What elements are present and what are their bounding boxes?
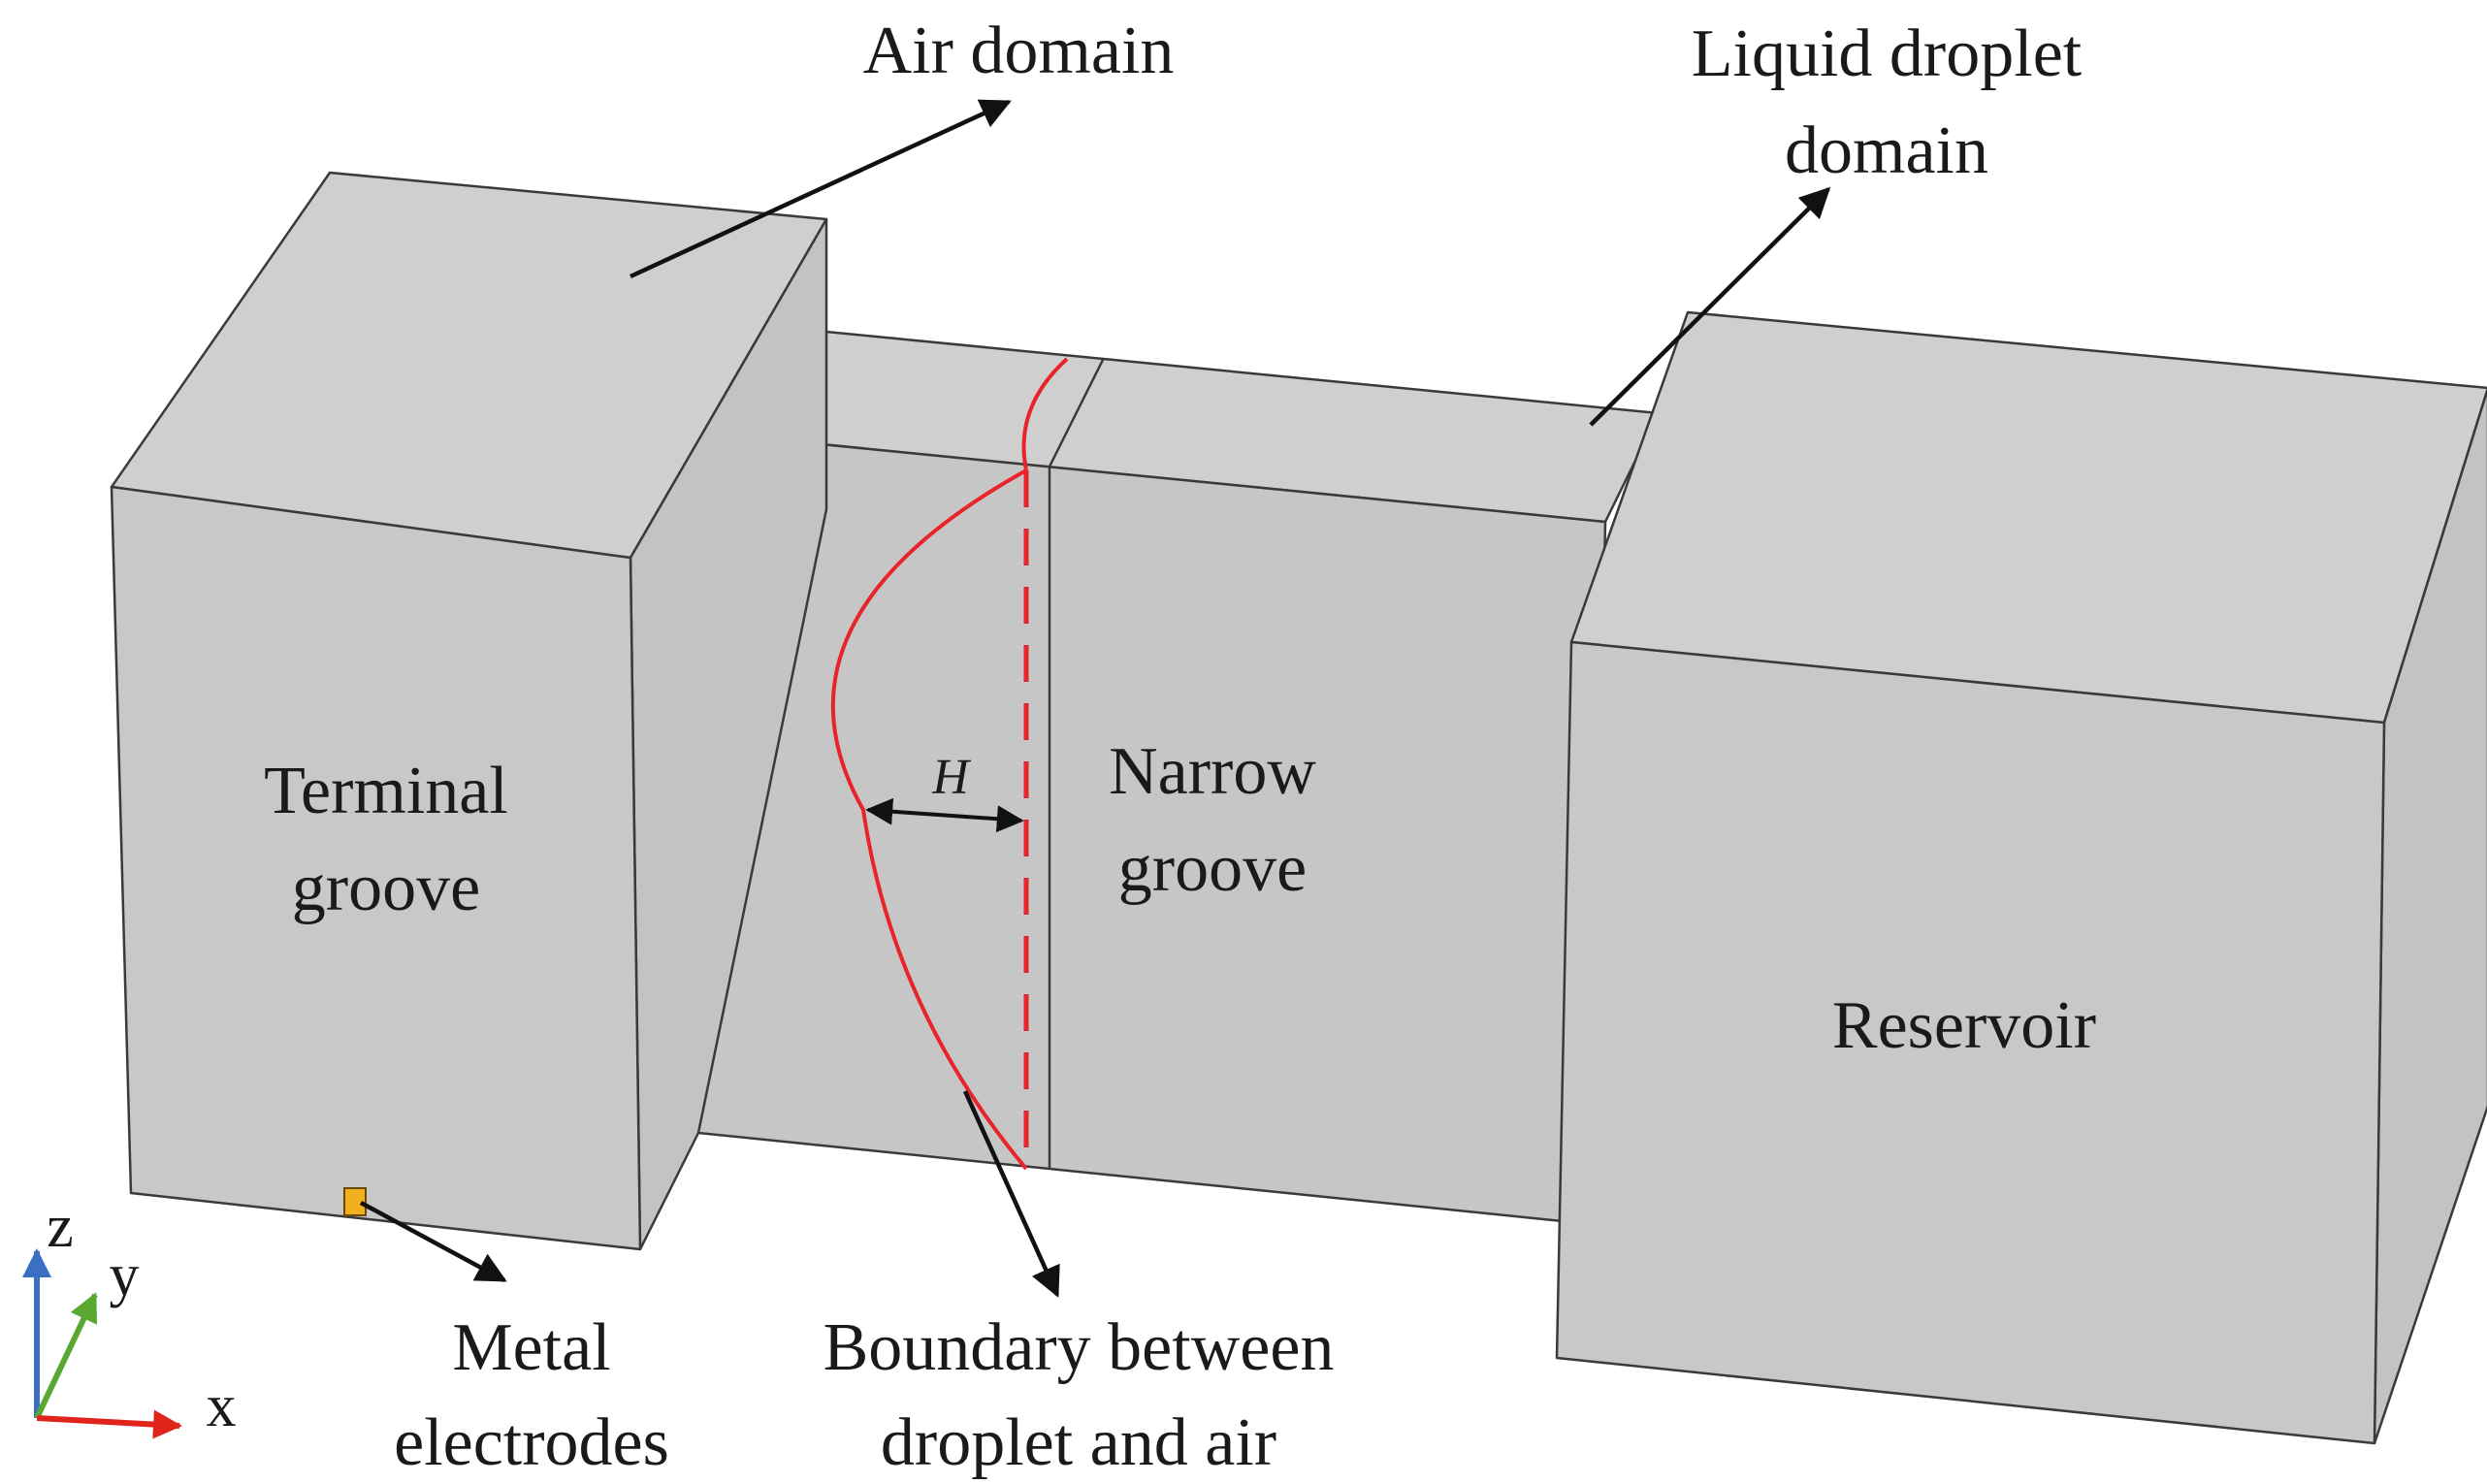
terminal-groove-front-face <box>110 485 642 1251</box>
reservoir-label: Reservoir <box>1832 988 2096 1063</box>
y-axis-label: y <box>110 1242 140 1308</box>
h-dimension: H <box>865 750 1024 833</box>
terminal-groove-label-line1: Terminal <box>264 754 508 828</box>
reservoir-box <box>1555 310 2487 1445</box>
z-axis-label: z <box>47 1194 74 1260</box>
reservoir-front-face <box>1555 640 2386 1445</box>
metal-electrodes-label-line2: electrodes <box>394 1405 669 1480</box>
narrow-groove-top-divider <box>1048 357 1106 468</box>
terminal-groove-box <box>110 171 828 1251</box>
x-axis-arrow <box>36 1409 182 1439</box>
liquid-droplet-label-line1: Liquid droplet <box>1692 16 2083 91</box>
air-domain-label: Air domain <box>863 14 1175 88</box>
metal-electrodes-label-line1: Metal <box>452 1310 610 1385</box>
h-label: H <box>931 750 971 805</box>
terminal-groove-label-line2: groove <box>292 851 480 925</box>
narrow-groove-label-line2: groove <box>1118 831 1307 906</box>
coordinate-axes: z y x <box>22 1194 237 1439</box>
droplet-air-boundary <box>830 357 1069 1171</box>
narrow-groove-front-face <box>692 430 1607 1226</box>
boundary-top-curve <box>1021 357 1069 471</box>
electrode-arrow <box>359 1201 507 1282</box>
boundary-curve <box>830 468 1028 1171</box>
narrow-groove <box>692 323 1661 1226</box>
boundary-label-line1: Boundary between <box>824 1310 1335 1385</box>
metal-electrode <box>343 1187 367 1216</box>
x-axis-label: x <box>207 1373 237 1439</box>
boundary-arrow <box>962 1090 1060 1298</box>
boundary-label-line2: droplet and air <box>881 1405 1276 1480</box>
narrow-groove-label-line1: Narrow <box>1109 734 1316 809</box>
air-domain-arrow <box>630 99 1012 279</box>
liquid-droplet-arrow <box>1589 186 1831 427</box>
h-dimension-arrow <box>865 797 1024 833</box>
liquid-droplet-label-line2: domain <box>1785 113 1988 188</box>
y-axis-arrow <box>34 1292 98 1420</box>
